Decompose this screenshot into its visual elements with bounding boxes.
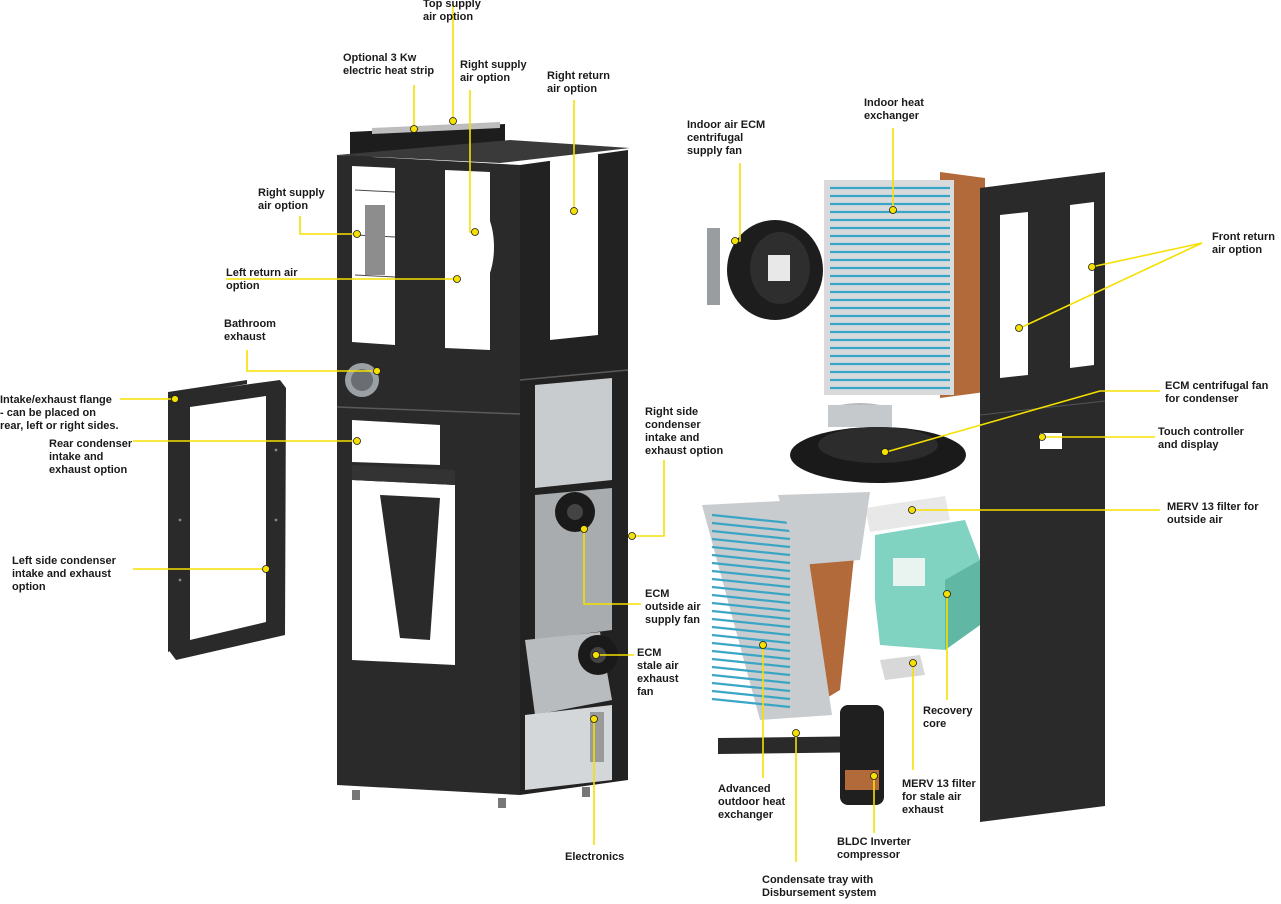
ecm-condenser-fan [790,403,966,483]
callout-dots [171,117,1096,780]
front-panel [979,172,1106,822]
intake-exhaust-flange [168,380,286,660]
callout-lines [120,5,1203,862]
indoor-heat-exchanger [824,172,985,398]
advanced-outdoor-heat-exchanger [702,492,870,720]
label-electronics: Electronics [565,851,624,863]
main-cabinet [336,122,630,808]
indoor-ecm-fan [707,220,823,320]
recovery-core [865,496,980,650]
